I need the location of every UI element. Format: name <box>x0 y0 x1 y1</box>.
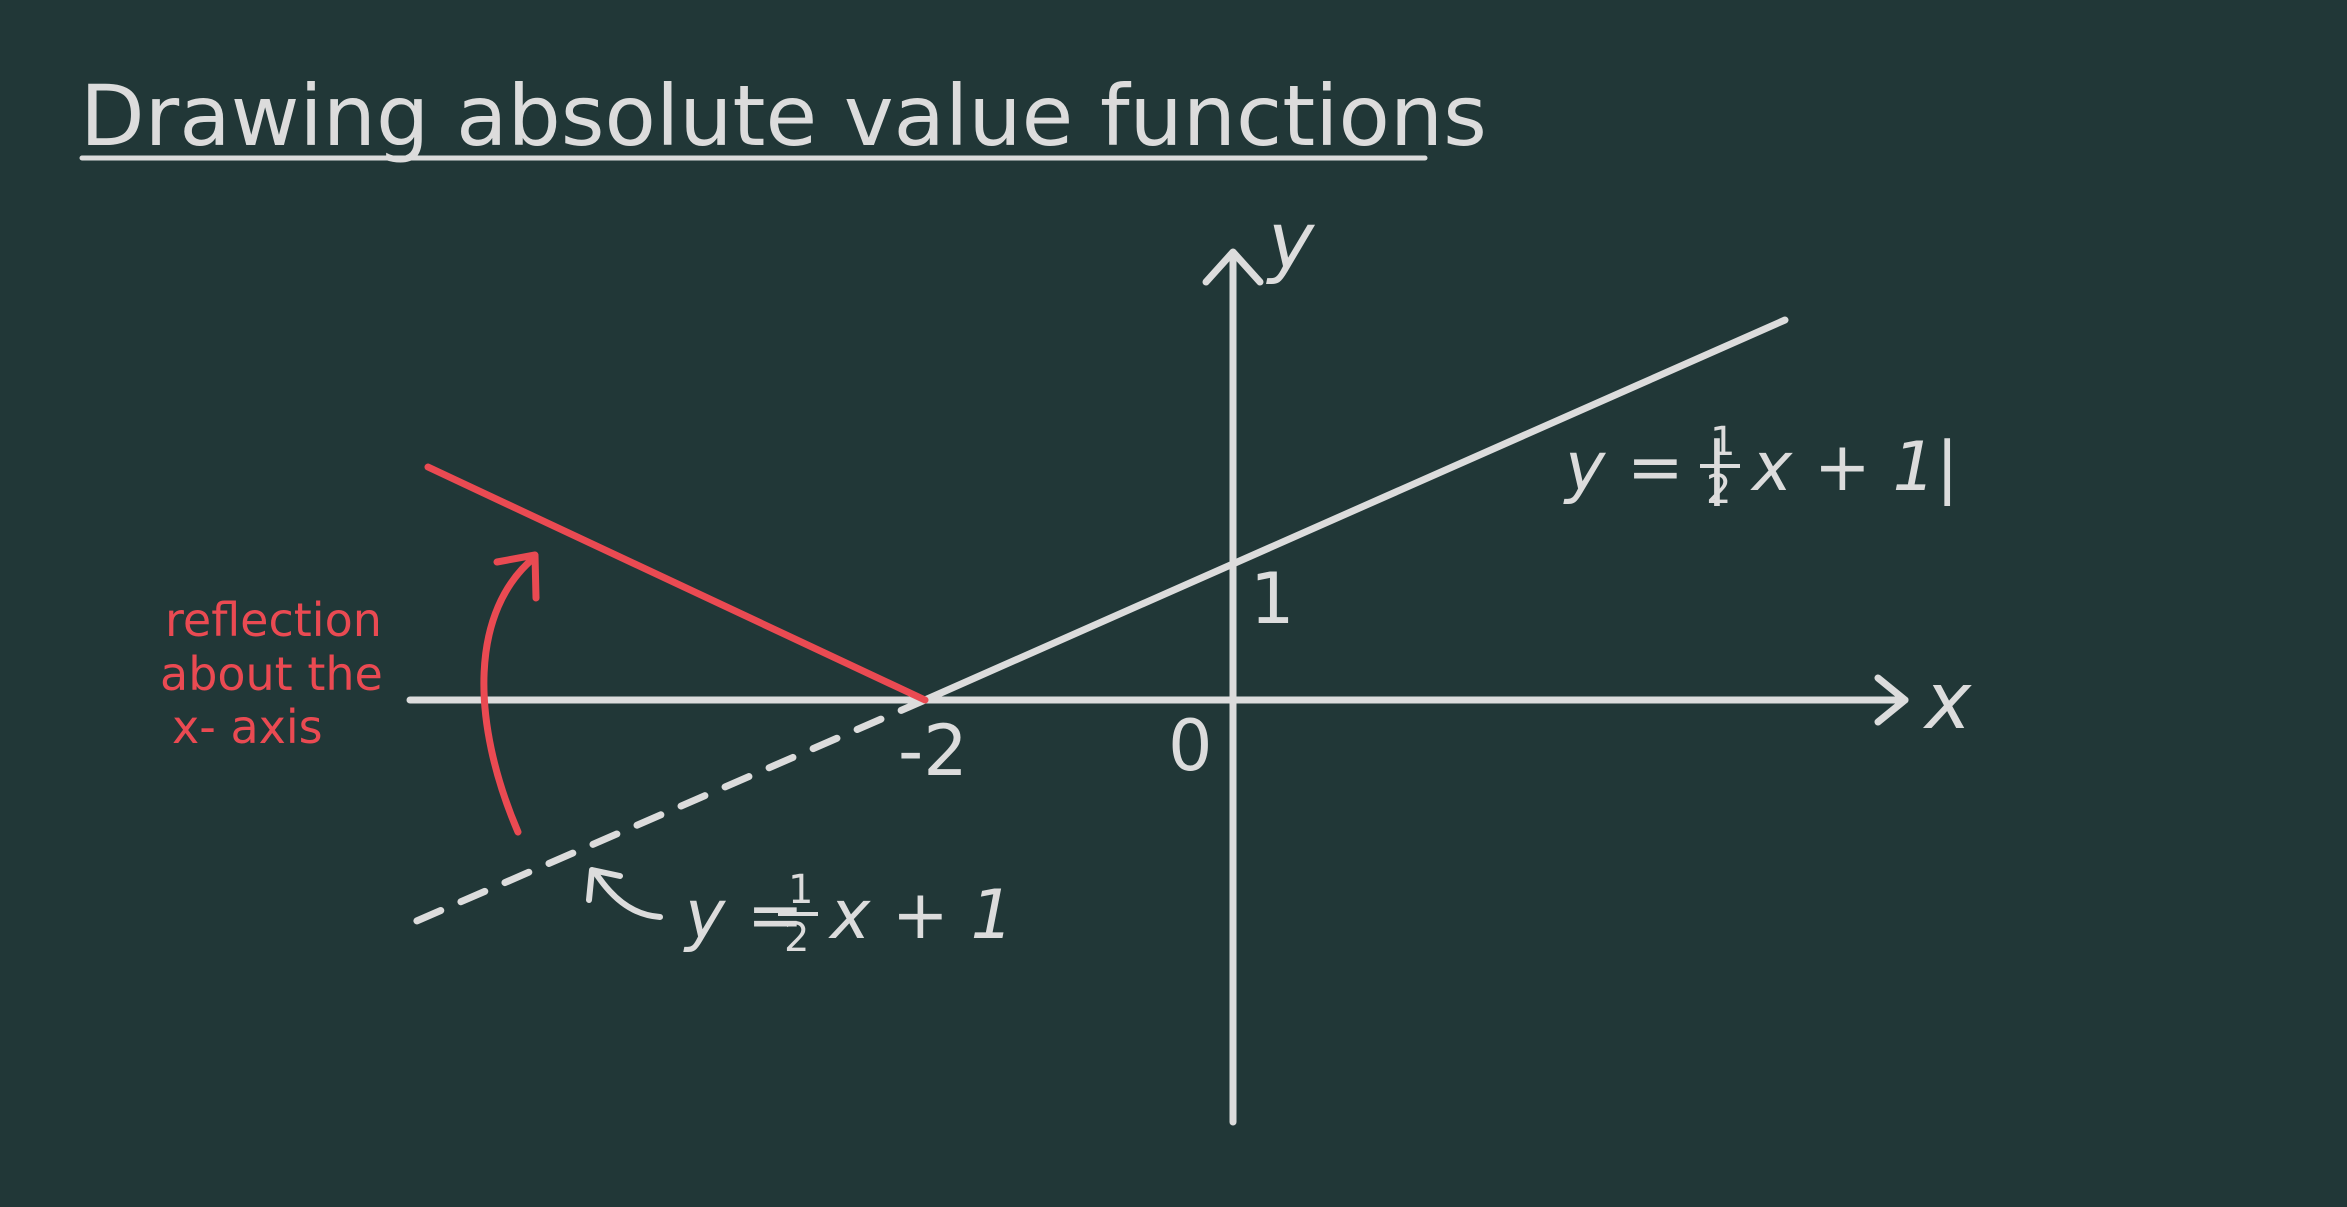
linear-equation: y = 1 2 x + 1 <box>683 867 1014 961</box>
x-intercept-label: -2 <box>898 710 968 792</box>
reflection-arrow-head-icon <box>493 551 540 602</box>
reflection-note-line3: x- axis <box>172 700 323 754</box>
reflection-note-line1: reflection <box>165 593 382 647</box>
y-axis-label: y <box>1266 197 1316 287</box>
abs-equation-numerator: 1 <box>1710 419 1735 465</box>
x-axis-label: x <box>1922 657 1972 747</box>
page-title: Drawing absolute value functions <box>80 67 1487 165</box>
pointer-arrow <box>592 869 663 920</box>
pointer-arrow-head-icon <box>586 867 623 903</box>
abs-function-right-branch <box>921 316 1789 704</box>
origin-label: 0 <box>1168 705 1213 787</box>
abs-equation-suffix: x + 1| <box>1750 428 1959 507</box>
y-axis-arrow-icon <box>1202 248 1264 286</box>
linear-equation-denominator: 2 <box>784 915 809 961</box>
abs-equation: y = | 1 2 x + 1| <box>1563 419 1959 513</box>
x-axis-arrow-icon <box>1874 674 1909 726</box>
abs-equation-denominator: 2 <box>1706 467 1731 513</box>
reflection-note-line2: about the <box>160 647 383 701</box>
linear-function-dashed-branch <box>408 696 929 927</box>
linear-equation-numerator: 1 <box>788 867 813 913</box>
linear-equation-suffix: x + 1 <box>828 876 1014 955</box>
y-intercept-label: 1 <box>1250 558 1295 640</box>
reflection-arrow <box>480 553 539 836</box>
reflected-branch <box>424 463 929 704</box>
